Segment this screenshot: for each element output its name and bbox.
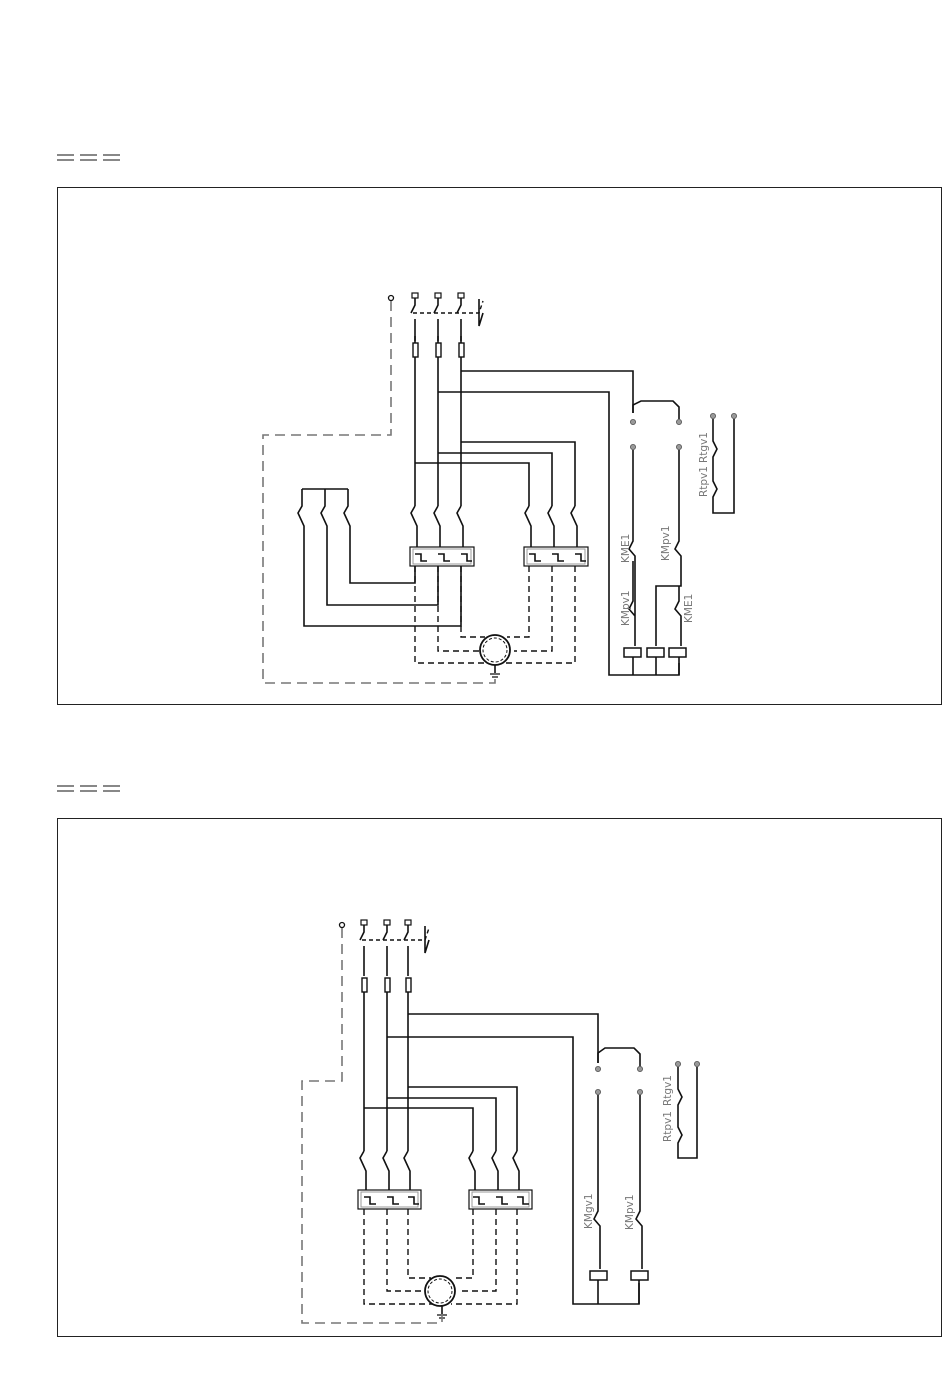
label-rtpv1: Rtpv1 — [662, 1111, 674, 1142]
label-rtgv1: Rtgv1 — [698, 432, 710, 463]
label-kmpv1: KMpv1 — [620, 590, 632, 626]
thermal-overload-right — [469, 1190, 532, 1209]
label-rtgv1: Rtgv1 — [662, 1075, 674, 1106]
main-disconnect-switch — [360, 925, 429, 976]
thermal-overload-left — [410, 547, 474, 566]
section-heading-mark-2 — [57, 785, 121, 793]
wiring-diagram-2: KMgv1 KMpv1 Rtpv1 Rtgv1 — [58, 819, 941, 1336]
section-heading-mark — [57, 154, 121, 162]
label-rtpv1: Rtpv1 — [698, 466, 710, 497]
main-disconnect-switch — [411, 298, 483, 341]
wiring-diagram-1: KME1 KMpv1 KMpv1 KME1 Rtpv1 Rtgv1 — [58, 188, 941, 704]
motor — [425, 1276, 455, 1318]
label-kmpv1: KMpv1 — [624, 1194, 636, 1230]
label-kmgv1: KMgv1 — [583, 1193, 595, 1229]
thermal-overload-right — [524, 547, 588, 566]
control-circuit — [590, 1048, 700, 1304]
motor — [480, 635, 510, 677]
thermal-overload-left — [358, 1190, 421, 1209]
supply-terminals — [389, 293, 465, 301]
wiring-diagram-1-panel: KME1 KMpv1 KMpv1 KME1 Rtpv1 Rtgv1 — [57, 187, 942, 705]
control-circuit — [624, 401, 737, 675]
label-kmpv1-2: KMpv1 — [660, 525, 672, 561]
fuses — [362, 978, 411, 992]
supply-terminals — [340, 920, 412, 928]
label-kme1: KME1 — [620, 534, 632, 563]
fuses — [413, 336, 464, 357]
label-kme1-2: KME1 — [683, 594, 695, 623]
wiring-diagram-2-panel: KMgv1 KMpv1 Rtpv1 Rtgv1 — [57, 818, 942, 1337]
